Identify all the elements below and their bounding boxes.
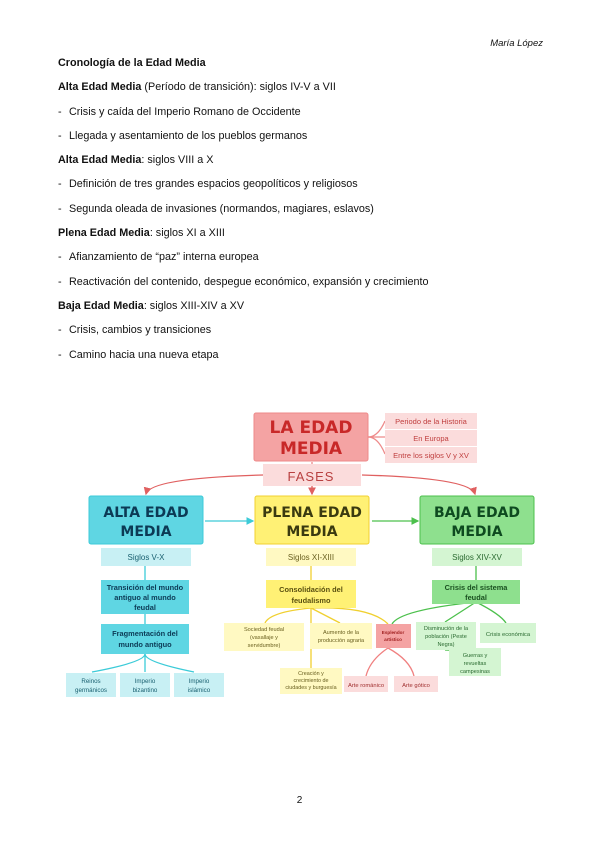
baja-siglos: Siglos XIV-XV: [452, 553, 502, 562]
plena-sociedad-3: servidumbre): [248, 643, 281, 649]
note-node: [385, 447, 477, 463]
note-node: [385, 413, 477, 429]
note-node: [385, 430, 477, 446]
baja-siglos-node: [432, 548, 522, 566]
leaf-reinos-2: germánicos: [75, 687, 107, 694]
plena-romanico: Arte románico: [348, 683, 384, 689]
baja-node: [419, 495, 535, 545]
leaf-bizantino-1: Imperio: [135, 678, 156, 685]
alta-transicion-2: antiguo al mundo: [114, 593, 176, 602]
bullet-item: Llegada y asentamiento de los pueblos ge…: [58, 130, 548, 154]
baja-economica-node: [480, 623, 536, 643]
author-name: María López: [490, 38, 543, 49]
plena-esplendor-node: [376, 624, 411, 648]
plena-aumento-node: [310, 623, 372, 649]
plena-siglos-node: [266, 548, 356, 566]
alta-node: [88, 495, 204, 545]
plena-romanico-node: [344, 676, 388, 692]
alta-title-2: MEDIA: [120, 524, 171, 540]
plena-aumento-1: Aumento de la: [323, 630, 360, 636]
plena-siglos: Siglos XI-XIII: [288, 553, 334, 562]
baja-disminucion-3: Negra): [437, 642, 454, 648]
alta-transicion-3: feudal: [134, 603, 156, 612]
period-heading-1: Alta Edad Media (Período de transición):…: [58, 81, 336, 94]
bullet-item: Crisis, cambios y transiciones: [58, 324, 548, 348]
leaf-node: [120, 673, 170, 697]
plena-esplendor-2: artístico: [384, 637, 402, 642]
leaf-node: [66, 673, 116, 697]
baja-title-2: MEDIA: [451, 524, 502, 540]
bullet-item: Segunda oleada de invasiones (normandos,…: [58, 203, 548, 227]
alta-transicion-1: Transición del mundo: [107, 583, 184, 592]
plena-gotico-node: [394, 676, 438, 692]
baja-crisis-node: [432, 580, 520, 604]
leaf-reinos-1: Reinos: [81, 678, 100, 685]
alta-siglos-node: [101, 548, 191, 566]
baja-disminucion-node: [416, 622, 476, 650]
plena-sociedad-node: [224, 623, 304, 651]
alta-transicion-node: [101, 580, 189, 614]
plena-creacion-node: [280, 668, 342, 694]
root-note-1: Periodo de la Historia: [395, 417, 468, 426]
root-line-1: LA EDAD: [270, 418, 353, 438]
period-heading-3: Plena Edad Media: siglos XI a XIII: [58, 227, 225, 240]
root-line-2: MEDIA: [280, 439, 343, 459]
period-heading-2: Alta Edad Media: siglos VIII a X: [58, 154, 214, 167]
leaf-bizantino-2: bizantino: [133, 687, 158, 694]
chronology-text: Cronología de la Edad Media Alta Edad Me…: [58, 57, 548, 373]
alta-fragmentacion-node: [101, 624, 189, 654]
baja-title-1: BAJA EDAD: [434, 505, 520, 521]
plena-sociedad-2: (vasallaje y: [250, 635, 278, 641]
doc-title: Cronología de la Edad Media: [58, 57, 206, 69]
leaf-node: [174, 673, 224, 697]
bullet-item: Afianzamiento de “paz” interna europea: [58, 251, 548, 275]
alta-title-1: ALTA EDAD: [103, 505, 188, 521]
bullet-item: Camino hacia una nueva etapa: [58, 349, 548, 373]
bullet-item: Crisis y caída del Imperio Romano de Occ…: [58, 106, 548, 130]
plena-consolidacion-node: [266, 580, 356, 608]
plena-creacion-3: ciudades y burguesía: [285, 685, 336, 691]
alta-fragmentacion-2: mundo antiguo: [118, 640, 172, 649]
baja-guerras-2: revueltas: [464, 661, 487, 667]
baja-crisis-2: feudal: [465, 593, 487, 602]
fases-node: [263, 464, 361, 486]
baja-guerras-1: Guerras y: [463, 653, 488, 659]
baja-economica: Crisis económica: [486, 632, 531, 638]
baja-disminucion-2: población (Peste: [425, 634, 467, 640]
bullet-item: Definición de tres grandes espacios geop…: [58, 178, 548, 202]
plena-node: [254, 495, 370, 545]
plena-consolidacion-2: feudalismo: [291, 596, 330, 605]
baja-disminucion-1: Disminución de la: [424, 626, 469, 632]
baja-guerras-3: campesinas: [460, 669, 490, 675]
plena-esplendor-1: Esplendor: [382, 630, 405, 635]
root-note-2: En Europa: [413, 434, 449, 443]
alta-fragmentacion-1: Fragmentación del: [112, 629, 178, 638]
bullet-item: Reactivación del contenido, despegue eco…: [58, 276, 548, 300]
plena-creacion-1: Creación y: [298, 671, 324, 677]
leaf-islamico-1: Imperio: [189, 678, 210, 685]
alta-siglos: Siglos V-X: [128, 553, 166, 562]
plena-aumento-2: producción agraria: [318, 638, 365, 644]
plena-consolidacion-1: Consolidación del: [279, 585, 343, 594]
fases-label: FASES: [288, 469, 335, 484]
plena-gotico: Arte gótico: [402, 683, 430, 689]
leaf-islamico-2: islámico: [188, 687, 211, 694]
root-node: [253, 412, 369, 462]
baja-crisis-1: Crisis del sistema: [445, 583, 509, 592]
plena-sociedad-1: Sociedad feudal: [244, 627, 284, 633]
plena-title-1: PLENA EDAD: [262, 505, 362, 521]
period-heading-4: Baja Edad Media: siglos XIII-XIV a XV: [58, 299, 245, 312]
plena-title-2: MEDIA: [286, 524, 337, 540]
plena-creacion-2: crecimiento de: [293, 678, 328, 684]
baja-guerras-node: [449, 648, 501, 676]
page-number: 2: [296, 795, 303, 806]
root-note-3: Entre los siglos V y XV: [393, 451, 469, 460]
